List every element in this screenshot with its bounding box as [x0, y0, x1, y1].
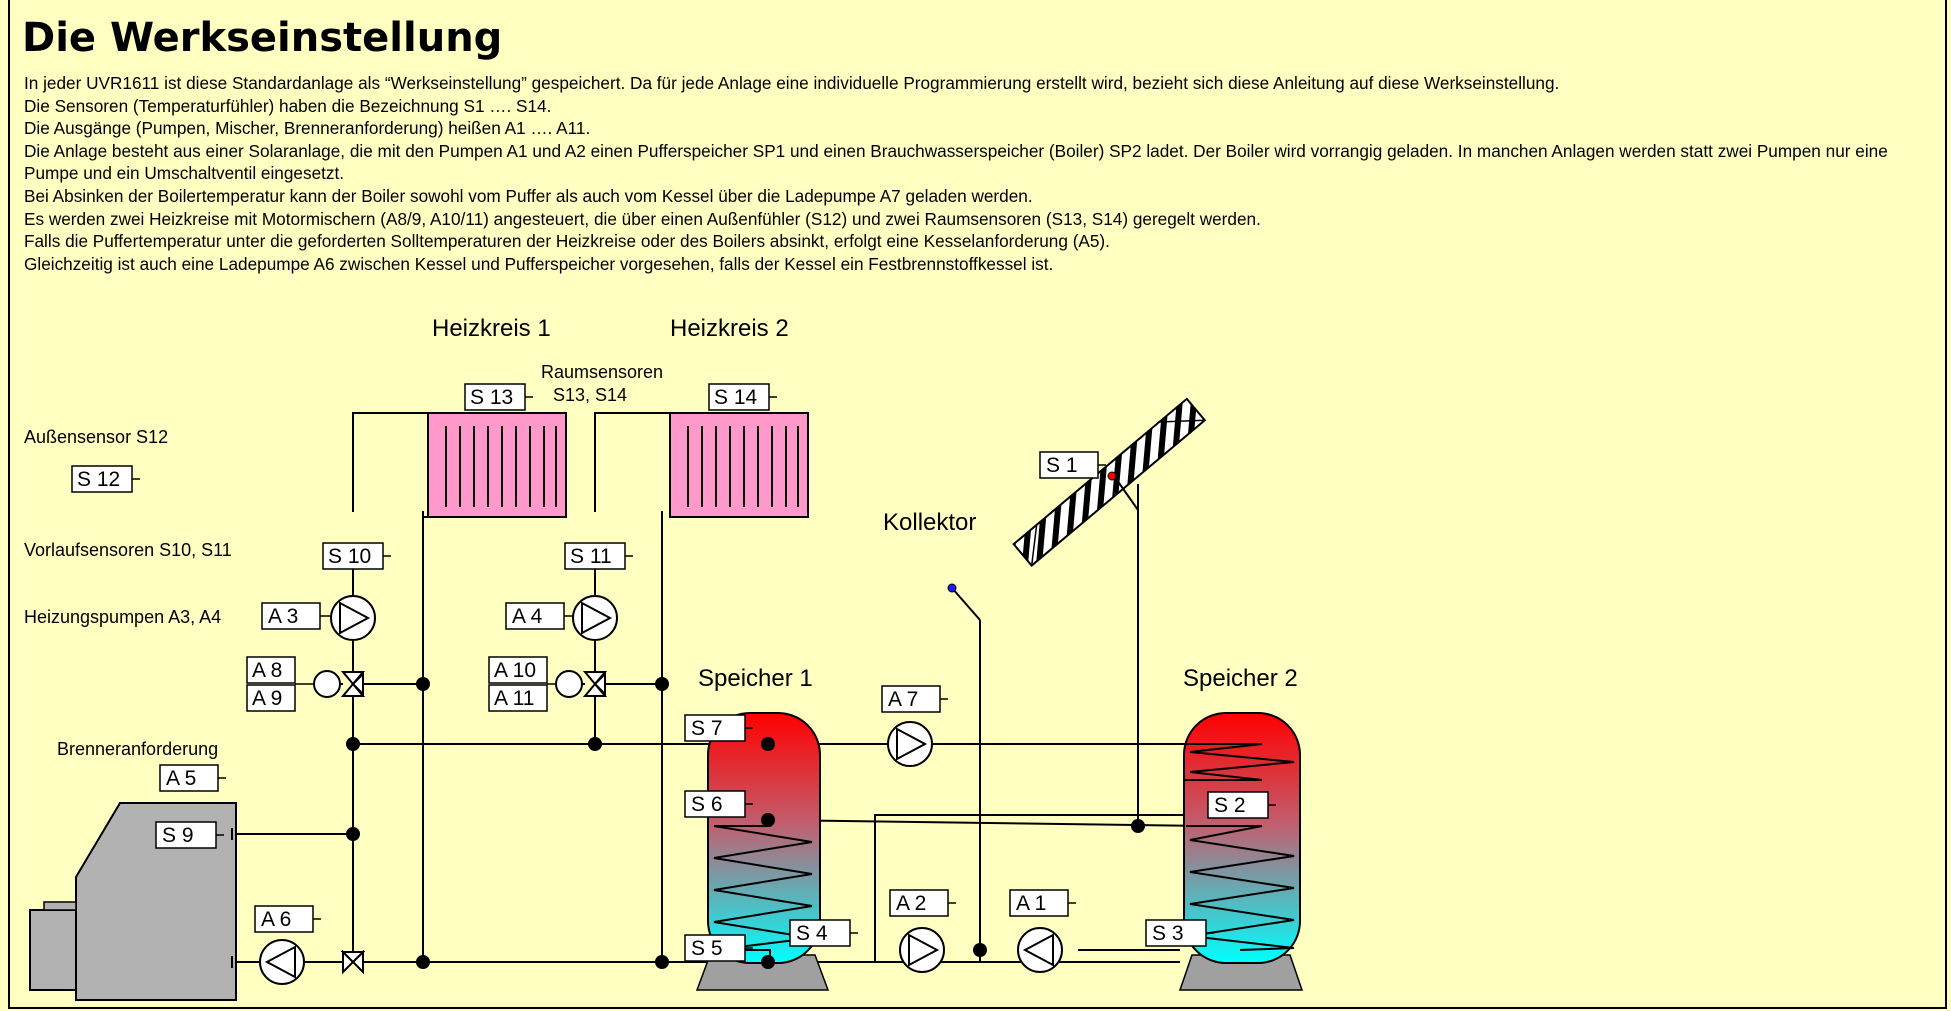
pump-a7: [887, 721, 933, 767]
sensor-s3-box: [1145, 919, 1207, 947]
paragraph: Die Anlage besteht aus einer Solaranlage…: [24, 140, 1888, 184]
sensor-s6-label: S 6: [691, 793, 723, 816]
output-a2-box: [889, 889, 949, 917]
sensor-s9-label: S 9: [162, 824, 194, 847]
sensor-s5-box: [684, 934, 746, 962]
sensor-s9-box: [155, 821, 217, 849]
sensor-s5-label: S 5: [691, 937, 723, 960]
raumsensoren-label: Raumsensoren: [541, 362, 663, 382]
heizkreis-2-label: Heizkreis 2: [670, 315, 789, 342]
output-a11-box: [488, 684, 548, 712]
sensor-s10-label: S 10: [328, 545, 371, 568]
page-title: Die Werkseinstellung: [22, 15, 503, 61]
heizkreis-1-label: Heizkreis 1: [432, 315, 551, 342]
sensor-s11-label: S 11: [570, 545, 612, 568]
output-a3-label: A 3: [268, 605, 298, 628]
output-a4-label: A 4: [512, 605, 543, 628]
radiator-heizkreis-2: [669, 412, 809, 518]
output-a5-box: [159, 764, 219, 792]
sensor-s11-box: [564, 542, 626, 570]
output-a7-label: A 7: [888, 688, 918, 711]
heizungspumpen-label: Heizungspumpen A3, A4: [24, 607, 221, 627]
mixer-heizkreis-1: [313, 670, 366, 698]
sensor-s7-label: S 7: [691, 717, 723, 740]
raumsensoren-sub-label: S13, S14: [553, 385, 627, 405]
paragraph: Die Ausgänge (Pumpen, Mischer, Brenneran…: [24, 118, 591, 139]
paragraph: Falls die Puffertemperatur unter die gef…: [24, 231, 1110, 252]
output-a7-box: [881, 685, 941, 713]
pump-a1: [1017, 927, 1063, 973]
collector-outlet: [1107, 471, 1117, 481]
intro-text: In jeder UVR1611 ist diese Standardanlag…: [24, 72, 1924, 275]
sensor-s13-label: S 13: [470, 386, 513, 409]
sensor-s12-label: S 12: [77, 468, 120, 491]
paragraph: Gleichzeitig ist auch eine Ladepumpe A6 …: [24, 253, 1054, 274]
brenneranforderung-label: Brenneranforderung: [57, 739, 218, 759]
speicher-2-label: Speicher 2: [1183, 665, 1298, 692]
solar-collector: [947, 397, 1207, 621]
boiler: [29, 802, 237, 1001]
output-a9-box: [246, 684, 296, 712]
output-a2-label: A 2: [896, 892, 926, 915]
vorlaufsensoren-label: Vorlaufsensoren S10, S11: [24, 540, 232, 560]
radiator-heizkreis-1: [427, 412, 567, 518]
output-a10-box: [488, 656, 548, 684]
pump-a4: [572, 595, 618, 641]
kollektor-label: Kollektor: [883, 509, 976, 536]
paragraph: Es werden zwei Heizkreise mit Motormisch…: [24, 208, 1261, 229]
output-a4-box: [505, 602, 565, 630]
paragraph: Die Sensoren (Temperaturfühler) haben di…: [24, 95, 552, 116]
sensor-s12-box: [71, 465, 133, 493]
output-a6-box: [254, 905, 314, 933]
sensor-s14-label: S 14: [714, 386, 758, 409]
pump-a3: [330, 595, 376, 641]
sensor-s14-box: [708, 383, 770, 411]
collector-inlet: [947, 583, 957, 593]
sensor-s4-box: [789, 919, 851, 947]
output-a10-label: A 10: [494, 659, 536, 682]
sensor-s3-label: S 3: [1152, 922, 1184, 945]
junction-dots: [346, 677, 1145, 969]
speicher-2-tank: [1178, 712, 1304, 991]
valve-boiler: [340, 949, 366, 975]
output-a5-label: A 5: [166, 767, 196, 790]
aussensensor-label: Außensensor S12: [24, 427, 168, 447]
output-a9-label: A 9: [252, 687, 282, 710]
output-a3-box: [261, 602, 321, 630]
output-a8-box: [246, 656, 296, 684]
speicher-1-tank: [695, 712, 830, 991]
paragraph: Bei Absinken der Boilertemperatur kann d…: [24, 185, 1033, 206]
output-a11-label: A 11: [494, 687, 534, 710]
sensor-s10-box: [322, 542, 384, 570]
mixer-heizkreis-2: [555, 670, 608, 698]
pump-a2: [899, 927, 945, 973]
output-a8-label: A 8: [252, 659, 282, 682]
output-a6-label: A 6: [261, 908, 291, 931]
output-a1-label: A 1: [1016, 892, 1046, 915]
sensor-s1-box: [1039, 451, 1099, 479]
sensor-s13-box: [464, 383, 526, 411]
speicher-1-label: Speicher 1: [698, 665, 813, 692]
sensor-s2-label: S 2: [1214, 794, 1246, 817]
sensor-s1-label: S 1: [1046, 454, 1078, 477]
paragraph: In jeder UVR1611 ist diese Standardanlag…: [24, 73, 1560, 93]
sensor-s4-label: S 4: [796, 922, 828, 945]
pump-a6: [259, 939, 305, 985]
page-frame: [8, 0, 1947, 1009]
